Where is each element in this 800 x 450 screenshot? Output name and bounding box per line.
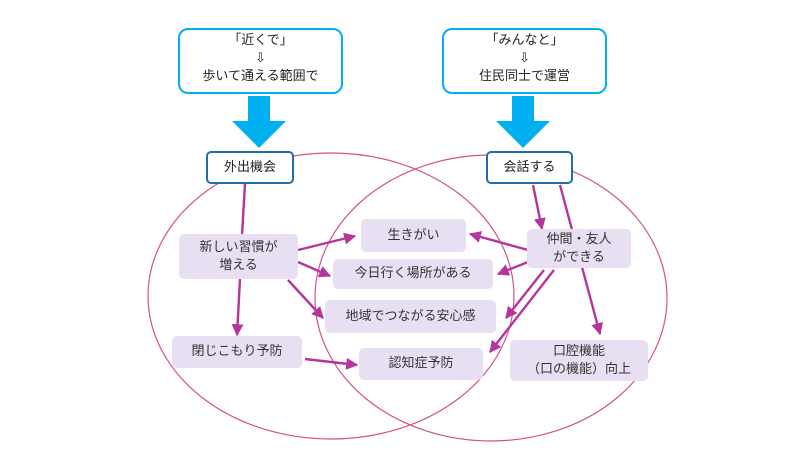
key-box-conversation: 会話する	[486, 151, 573, 184]
edge-habits-to-place	[297, 260, 332, 278]
big-arrow-left	[232, 96, 286, 148]
edge-talk-to-friends	[531, 184, 546, 231]
node-oral-function-line-2: （口の機能）向上	[526, 361, 631, 377]
edge-habits-to-isolation	[231, 278, 244, 337]
node-dementia-prevention: 認知症予防	[359, 348, 483, 380]
top-box-together-line-1: 「みんなと」	[485, 33, 564, 48]
top-box-nearby: 「近くで」 ⇩ 歩いて通える範囲で	[178, 28, 343, 94]
node-friends-line-1: 仲間・友人	[546, 231, 612, 247]
node-purpose-in-life: 生きがい	[361, 219, 466, 252]
node-dementia-prevention-label: 認知症予防	[388, 356, 454, 371]
node-prevent-isolation: 閉じこもり予防	[172, 336, 302, 368]
edge-habits-to-purpose	[297, 232, 357, 252]
down-arrow-glyph-icon: ⇩	[255, 51, 266, 66]
node-oral-function: 口腔機能 （口の機能）向上	[510, 340, 648, 381]
node-community-security-label: 地域でつながる安心感	[345, 308, 476, 324]
node-friends-line-2: ができる	[553, 249, 605, 265]
node-new-habits-line-1: 新しい習慣が	[199, 239, 278, 255]
node-place-to-go-label: 今日行く場所がある	[354, 266, 472, 281]
top-box-nearby-line-3: 歩いて通える範囲で	[202, 69, 319, 84]
big-arrow-right	[496, 96, 550, 148]
top-box-together-line-3: 住民同士で運営	[478, 69, 570, 84]
edge-friends-to-place	[496, 260, 529, 276]
edge-friends-to-purpose	[468, 231, 529, 252]
node-friends: 仲間・友人 ができる	[527, 229, 631, 268]
edge-isolation-to-dementia	[304, 357, 359, 370]
down-arrow-glyph-icon: ⇩	[519, 51, 530, 66]
node-place-to-go-today: 今日行く場所がある	[333, 259, 493, 289]
node-community-security: 地域でつながる安心感	[325, 300, 496, 333]
edge-friends-to-dementia	[489, 269, 555, 353]
top-box-nearby-line-1: 「近くで」	[228, 33, 293, 48]
node-new-habits: 新しい習慣が 増える	[179, 234, 298, 279]
edge-friends-to-security	[505, 269, 545, 319]
right-circle	[314, 154, 668, 442]
node-prevent-isolation-label: 閉じこもり予防	[191, 344, 283, 359]
top-box-together: 「みんなと」 ⇩ 住民同士で運営	[442, 28, 607, 94]
node-oral-function-line-1: 口腔機能	[552, 343, 605, 359]
key-box-outing-opportunity: 外出機会	[206, 151, 294, 184]
edge-outing-to-habits	[240, 183, 247, 236]
edge-habits-to-security	[287, 279, 324, 319]
node-purpose-in-life-label: 生きがい	[387, 227, 440, 243]
left-circle	[147, 152, 515, 440]
node-new-habits-line-2: 増える	[219, 257, 258, 273]
